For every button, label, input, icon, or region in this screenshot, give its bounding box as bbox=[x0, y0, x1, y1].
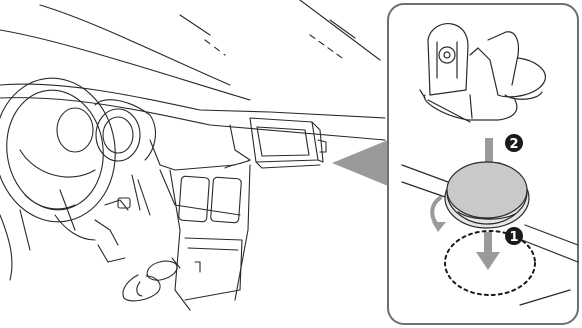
step-badge-1-label: 1 bbox=[509, 230, 518, 245]
step-badge-1: 1 bbox=[505, 227, 523, 245]
suction-mount bbox=[419, 23, 546, 123]
instrument-cluster bbox=[56, 99, 156, 216]
windshield bbox=[0, 0, 381, 101]
steering-wheel bbox=[0, 77, 116, 281]
step-badge-2: 2 bbox=[505, 134, 523, 152]
step-badge-2-label: 2 bbox=[509, 137, 518, 152]
mounting-spot bbox=[444, 230, 536, 296]
callout-pointer bbox=[332, 140, 388, 186]
navigation-device bbox=[224, 117, 327, 169]
dashboard bbox=[0, 83, 386, 216]
detail-dashboard-edge bbox=[401, 164, 579, 306]
step-1-arrow bbox=[476, 232, 500, 270]
steering-column bbox=[94, 197, 131, 263]
center-console bbox=[169, 164, 251, 311]
peel-arrow bbox=[430, 196, 446, 232]
car-key bbox=[122, 257, 181, 302]
callout-detail bbox=[401, 23, 579, 306]
car-interior bbox=[0, 0, 386, 311]
adhesive-disc bbox=[444, 161, 530, 229]
